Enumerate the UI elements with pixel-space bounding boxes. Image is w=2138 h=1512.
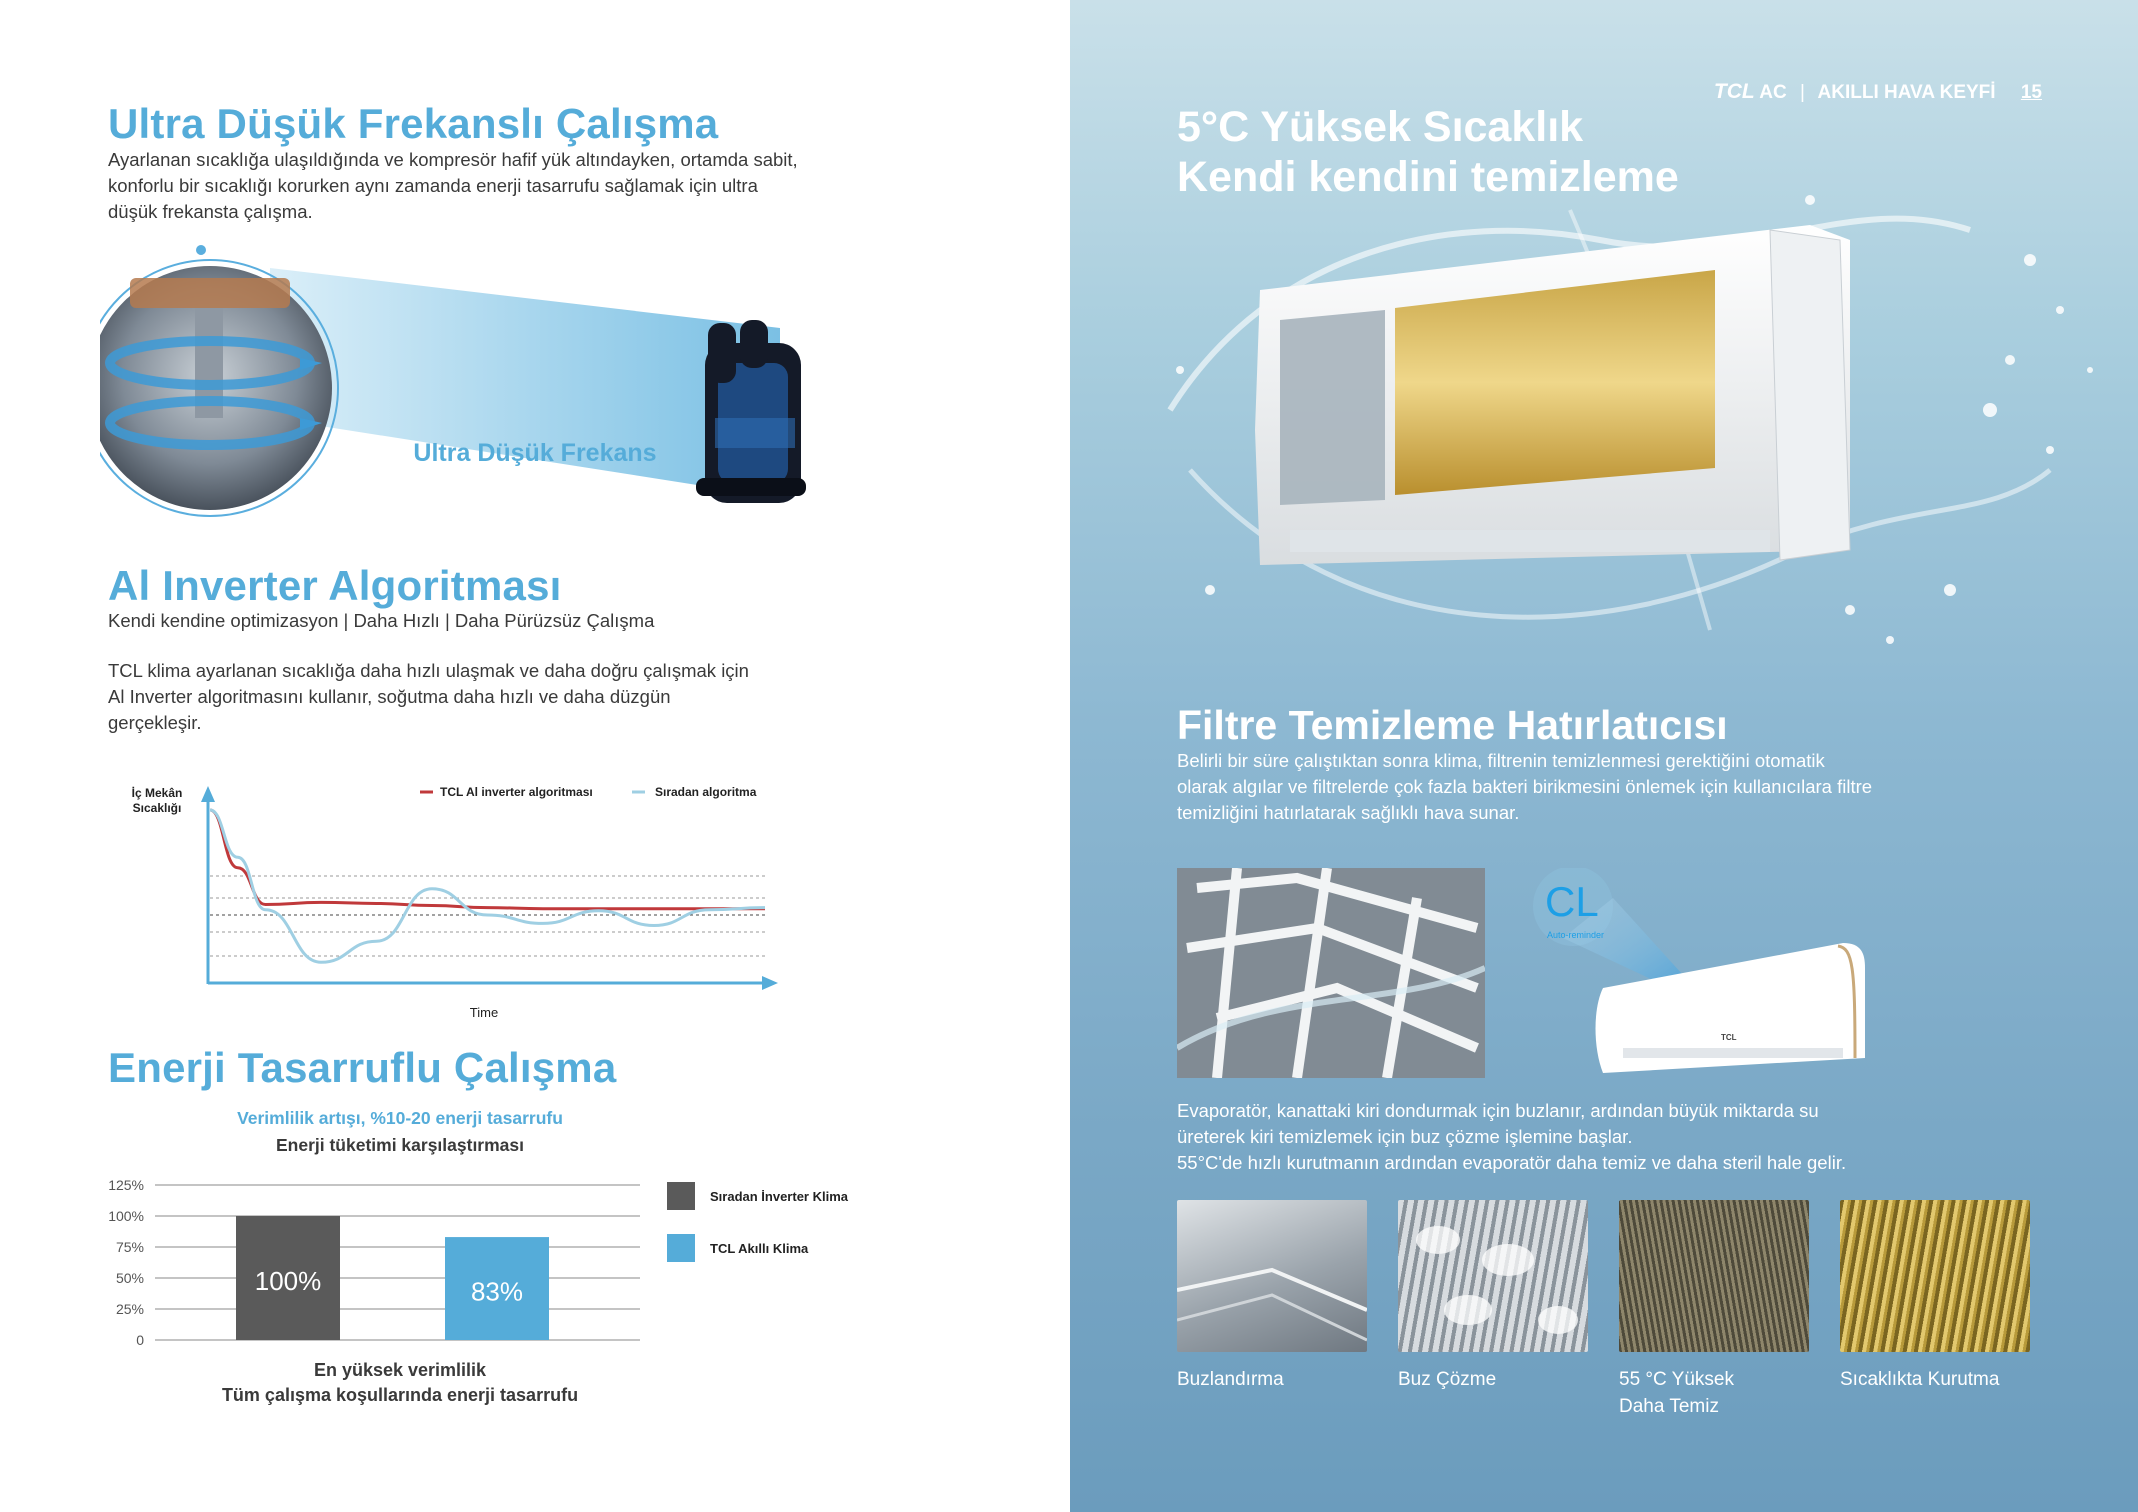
- magnify-ring: [100, 259, 339, 517]
- bar-legend-swatch: [667, 1234, 695, 1262]
- brand-logo: TCL: [1713, 80, 1755, 103]
- header-tagline: AKILLI HAVA KEYFİ: [1817, 82, 1996, 103]
- step-drying-label: Sıcaklıkta Kurutma: [1840, 1366, 1999, 1393]
- cl-display-code: CL: [1545, 878, 1599, 925]
- ultra-low-frequency-body: Ayarlanan sıcaklığa ulaşıldığında ve kom…: [108, 149, 798, 222]
- series-line-tcl: [209, 808, 765, 911]
- energy-bar-chart: 0 25% 50% 75% 100% 125% 100% 83% Sıradan İnver…: [108, 1177, 849, 1348]
- bar-ytick-label: 25%: [116, 1301, 144, 1317]
- ai-inverter-subtitle: Kendi kendine optimizasyon | Daha Hızlı …: [108, 610, 655, 631]
- step-high-temp-photo: [1619, 1200, 1809, 1352]
- filter-mesh-photo: [1177, 868, 1485, 1078]
- filter-reminder-body: Belirli bir süre çalıştıktan sonra klima…: [1177, 750, 1873, 823]
- ring-dot: [196, 245, 206, 255]
- left-page: Ultra Düşük Frekanslı Çalışma Ayarlanan …: [100, 100, 849, 1408]
- brand-suffix: AC: [1759, 82, 1787, 103]
- y-axis-arrow: [201, 786, 215, 802]
- bar-ordinary: [236, 1216, 340, 1340]
- step-frosting-label-text: Buzlandırma: [1177, 1369, 1284, 1390]
- header-separator: |: [1800, 82, 1805, 103]
- y-axis-label-line1: İç Mekân: [132, 785, 183, 800]
- page-number: 15: [2020, 82, 2042, 103]
- bar-ytick-label: 0: [136, 1332, 144, 1348]
- evaporator-body-line2: üreterek kiri temizlemek için buz çözme …: [1177, 1126, 1633, 1147]
- step-high-temp-label: 55 °C Yüksek Daha Temiz: [1619, 1366, 1734, 1420]
- step-defrosting-photo: [1398, 1200, 1588, 1352]
- water-droplets: [1176, 195, 2093, 644]
- section-title-ai-inverter: Al Inverter Algoritması: [108, 562, 562, 609]
- evaporator-body-line3: 55°C'de hızlı kurutmanın ardından evapor…: [1177, 1152, 1847, 1173]
- legend-label-tcl: TCL Al inverter algoritması: [440, 785, 593, 799]
- bar-ytick-label: 125%: [108, 1177, 144, 1193]
- bar-chart-bars: 100% 83%: [236, 1216, 549, 1340]
- step-drying-photo: [1840, 1200, 2030, 1352]
- ai-inverter-section: Al Inverter Algoritması Kendi kendine op…: [108, 562, 828, 736]
- ac-reminder-illustration: CL Auto-reminder TCL: [1533, 868, 1865, 1073]
- section-title-energy-saving: Enerji Tasarruflu Çalışma: [108, 1044, 617, 1091]
- evaporator-body: Evaporatör, kanattaki kiri dondurmak içi…: [1177, 1098, 1977, 1176]
- energy-chart-title: Enerji tüketimi karşılaştırması: [275, 1135, 525, 1155]
- x-axis-arrow: [762, 976, 778, 990]
- temperature-line-chart: İç Mekân Sıcaklığı TCL Al inverter algor…: [132, 785, 778, 1020]
- step-high-temp-label-line1: 55 °C Yüksek: [1619, 1369, 1734, 1390]
- ac-unit-small: [1595, 943, 1865, 1073]
- bar-ytick-label: 50%: [116, 1270, 144, 1286]
- energy-chart-subtitle: Verimlilik artışı, %10-20 enerji tasarru…: [237, 1108, 563, 1128]
- bar-value-label: 83%: [471, 1277, 523, 1307]
- bar-value-label: 100%: [255, 1266, 322, 1296]
- energy-saving-section: Enerji Tasarruflu Çalışma: [108, 1044, 808, 1092]
- filter-reminder-title: Filtre Temizleme Hatırlatıcısı: [1177, 702, 1728, 748]
- bar-legend-label: TCL Akıllı Klima: [710, 1241, 809, 1256]
- ai-inverter-body: TCL klima ayarlanan sıcaklığa daha hızlı…: [108, 660, 749, 733]
- bar-ytick-label: 75%: [116, 1239, 144, 1255]
- cl-display-caption: Auto-reminder: [1547, 930, 1604, 940]
- bar-legend-label: Sıradan İnverter Klima: [710, 1189, 849, 1204]
- ultra-low-frequency-section: Ultra Düşük Frekanslı Çalışma Ayarlanan …: [108, 100, 808, 225]
- section-title-ultra-low-frequency: Ultra Düşük Frekanslı Çalışma: [108, 100, 719, 147]
- evaporator-body-line1: Evaporatör, kanattaki kiri dondurmak içi…: [1177, 1100, 1819, 1121]
- series-line-ordinary: [209, 808, 766, 964]
- legend-label-ordinary: Sıradan algoritma: [655, 785, 757, 799]
- energy-footer-line1: En yüksek verimlilik: [313, 1360, 487, 1380]
- right-page: TCL AC | AKILLI HAVA KEYFİ 15 5°C Yüksek…: [1070, 0, 2138, 1512]
- ac-unit-logo: TCL: [1721, 1033, 1737, 1042]
- x-axis-label: Time: [470, 1005, 498, 1020]
- ultra-low-frequency-label: Ultra Düşük Frekans: [413, 439, 656, 467]
- compressor-unit: [696, 320, 806, 503]
- chart-series: [209, 808, 766, 964]
- step-defrosting-label: Buz Çözme: [1398, 1366, 1496, 1393]
- step-drying-label-text: Sıcaklıkta Kurutma: [1840, 1369, 2000, 1390]
- energy-footer-line2: Tüm çalışma koşullarında enerji tasarruf…: [221, 1385, 579, 1405]
- magnify-beam: [270, 268, 780, 498]
- energy-footer: En yüksek verimlilik Tüm çalışma koşulla…: [150, 1358, 650, 1408]
- golden-coil: [1395, 270, 1715, 495]
- self-cleaning-title: 5°C Yüksek Sıcaklık Kendi kendini temizl…: [1177, 102, 1679, 202]
- bar-ytick-label: 100%: [108, 1208, 144, 1224]
- y-axis-label-line2: Sıcaklığı: [133, 801, 182, 815]
- bar-chart-gridlines: 0 25% 50% 75% 100% 125%: [108, 1177, 640, 1348]
- bar-tcl: [445, 1237, 549, 1340]
- step-frosting-label: Buzlandırma: [1177, 1366, 1284, 1393]
- filter-reminder-section: Filtre Temizleme Hatırlatıcısı Belirli b…: [1177, 700, 1937, 826]
- self-cleaning-title-line1: 5°C Yüksek Sıcaklık: [1177, 103, 1584, 151]
- step-defrosting-label-text: Buz Çözme: [1398, 1369, 1497, 1390]
- ac-unit-water-illustration: [1167, 195, 2093, 644]
- step-frosting-photo: [1177, 1200, 1367, 1352]
- step-high-temp-label-line2: Daha Temiz: [1619, 1396, 1719, 1417]
- page-header: TCL AC | AKILLI HAVA KEYFİ 15: [1714, 80, 2042, 104]
- self-cleaning-title-line2: Kendi kendini temizleme: [1177, 153, 1679, 201]
- compressor-illustration: Ultra Düşük Frekans: [100, 245, 806, 517]
- bar-legend-swatch: [667, 1182, 695, 1210]
